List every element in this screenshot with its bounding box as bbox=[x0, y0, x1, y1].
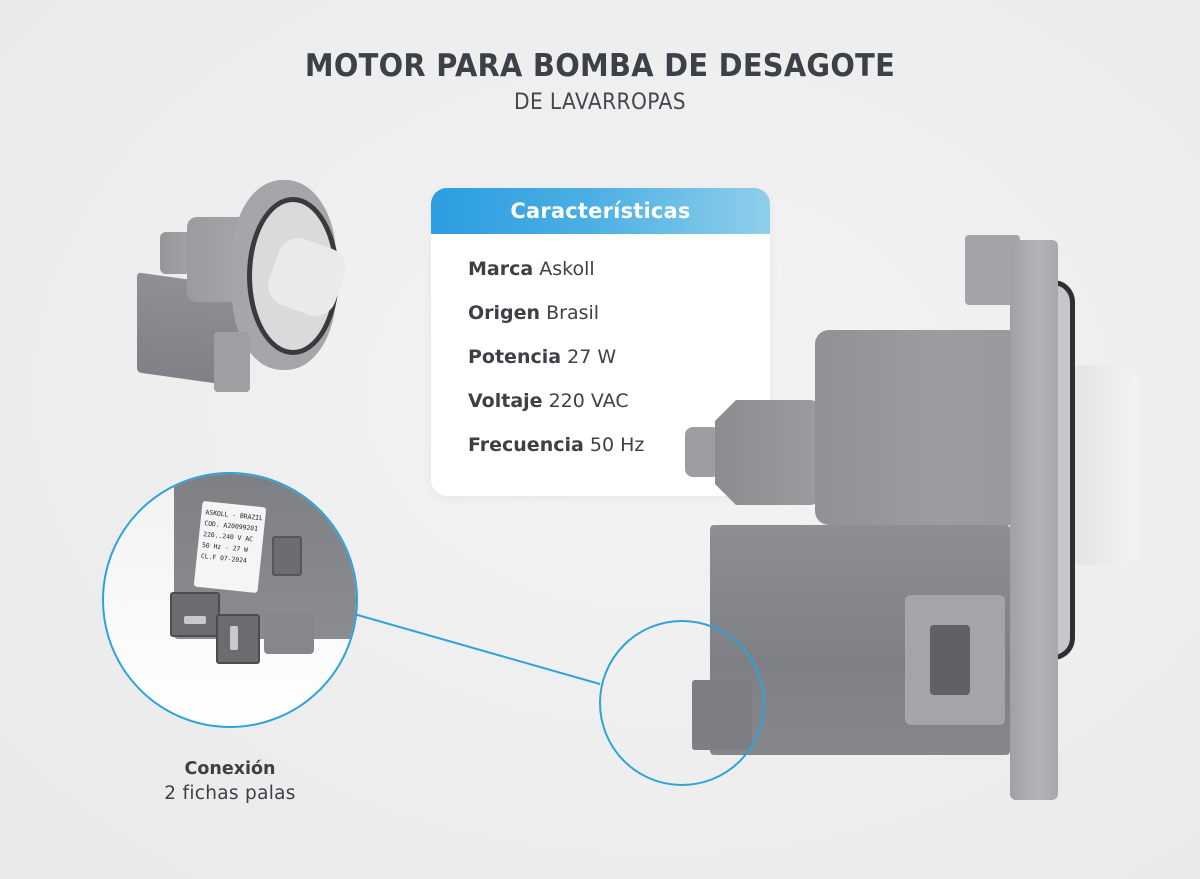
product-image-side bbox=[680, 235, 1150, 805]
motor-body bbox=[815, 330, 1030, 525]
connection-caption: Conexión 2 fichas palas bbox=[130, 757, 330, 807]
spec-row-brand: Marca Askoll bbox=[468, 258, 770, 302]
spec-value: 50 Hz bbox=[589, 434, 645, 456]
motor-flange bbox=[1010, 240, 1058, 800]
spec-value: Brasil bbox=[546, 302, 600, 324]
spade-pin bbox=[184, 616, 206, 624]
motor-shaft-nub bbox=[685, 427, 720, 477]
spec-key: Origen bbox=[468, 302, 541, 324]
spec-key: Potencia bbox=[468, 346, 562, 368]
page-title: MOTOR PARA BOMBA DE DESAGOTE bbox=[304, 48, 896, 84]
impeller-icon bbox=[1075, 365, 1140, 565]
motor-shaft-housing bbox=[715, 400, 820, 505]
connector-closeup-circle: ASKOLL - BRAZIL COD. A20099201 220..240 … bbox=[102, 472, 358, 728]
spade-terminal-icon bbox=[170, 592, 220, 637]
spec-row-power: Potencia 27 W bbox=[468, 346, 770, 390]
page-subtitle: DE LAVARROPAS bbox=[514, 90, 686, 115]
motor-clip bbox=[214, 332, 250, 392]
spec-value: 27 W bbox=[567, 346, 617, 368]
spec-key: Marca bbox=[468, 258, 534, 280]
connection-title: Conexión bbox=[184, 759, 276, 779]
specs-list: Marca Askoll Origen Brasil Potencia 27 W… bbox=[431, 234, 770, 478]
connector-slot bbox=[272, 536, 302, 576]
spec-key: Voltaje bbox=[468, 390, 543, 412]
connection-detail: 2 fichas palas bbox=[164, 783, 296, 804]
spec-row-frequency: Frecuencia 50 Hz bbox=[468, 434, 770, 478]
page-header: MOTOR PARA BOMBA DE DESAGOTE DE LAVARROP… bbox=[0, 44, 1200, 118]
spec-key: Frecuencia bbox=[468, 434, 584, 456]
spec-row-voltage: Voltaje 220 VAC bbox=[468, 390, 770, 434]
spec-value: 220 VAC bbox=[548, 390, 629, 412]
connector-lip bbox=[264, 614, 314, 654]
motor-clip-hole bbox=[930, 625, 970, 695]
spade-pin bbox=[230, 626, 238, 650]
spec-row-origin: Origen Brasil bbox=[468, 302, 770, 346]
product-image-angled bbox=[132, 162, 362, 432]
specs-card-header: Características bbox=[431, 188, 770, 234]
product-label-sticker: ASKOLL - BRAZIL COD. A20099201 220..240 … bbox=[193, 500, 267, 594]
callout-connector-line bbox=[353, 613, 601, 686]
spec-value: Askoll bbox=[539, 258, 595, 280]
spade-terminal-icon bbox=[216, 614, 260, 664]
callout-highlight-circle bbox=[599, 620, 765, 786]
